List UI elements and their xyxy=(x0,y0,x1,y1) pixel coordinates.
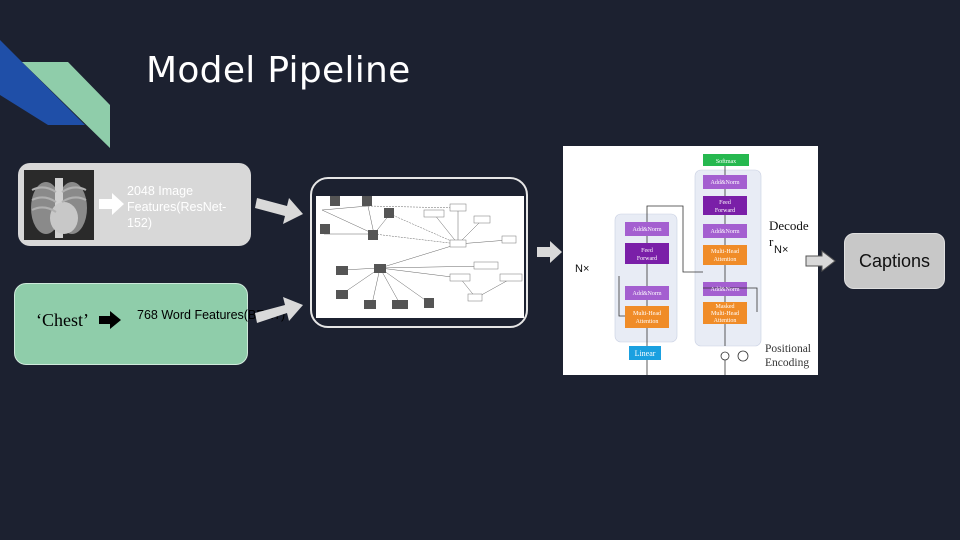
masked-label: Masked xyxy=(716,304,735,310)
transformer-diagram: Add&Norm Feed Forward Add&Norm Multi-Hea… xyxy=(575,154,811,375)
word-features-label: 768 Word Features(BERT) xyxy=(137,308,286,322)
forward-label: Forward xyxy=(637,256,657,262)
captions-output-box: Captions xyxy=(844,233,945,289)
corner-decoration xyxy=(0,40,110,148)
feed-label: Feed xyxy=(719,200,731,206)
knowledge-graph-image xyxy=(316,196,524,318)
softmax-label: Softmax xyxy=(716,158,736,165)
mha-label: Multi-Head xyxy=(711,249,739,255)
feed-label: Feed xyxy=(641,248,653,254)
attention-label: Attention xyxy=(714,318,737,324)
add-norm-label: Add&Norm xyxy=(711,287,740,293)
mha-label: Multi-Head xyxy=(633,311,661,317)
chest-xray-image xyxy=(24,170,94,240)
input-token: ‘Chest’ xyxy=(36,310,89,330)
arrow-right-icon xyxy=(537,241,562,263)
add-norm-label: Add&Norm xyxy=(633,291,662,297)
decoder-label-tail: r xyxy=(769,234,774,249)
image-features-label: 2048 Image Features(ResNet-152) xyxy=(127,184,227,230)
forward-label: Forward xyxy=(715,208,735,214)
add-norm-label: Add&Norm xyxy=(711,229,740,235)
arrow-right-icon xyxy=(255,198,303,224)
attention-label: Attention xyxy=(636,319,659,325)
mha-label: Multi-Head xyxy=(711,311,739,317)
decoder-repeat: N× xyxy=(774,244,788,256)
arrow-right-icon xyxy=(255,297,303,323)
arrow-right-icon xyxy=(99,193,124,215)
encoder-repeat: N× xyxy=(575,263,589,275)
word-features-box xyxy=(14,283,248,365)
arrow-right-icon xyxy=(805,250,836,272)
add-norm-label: Add&Norm xyxy=(711,180,740,186)
attention-label: Attention xyxy=(714,257,737,263)
slide-title: Model Pipeline xyxy=(146,50,411,91)
positional-label: Positional xyxy=(765,343,811,355)
arrow-right-icon xyxy=(99,311,121,329)
encoding-label: Encoding xyxy=(765,357,809,369)
linear-label: Linear xyxy=(635,349,656,358)
transformer-panel xyxy=(563,146,818,375)
decoder-label: Decode xyxy=(769,218,809,233)
encoder-label: Encoder xyxy=(565,240,609,255)
add-norm-label: Add&Norm xyxy=(633,227,662,233)
